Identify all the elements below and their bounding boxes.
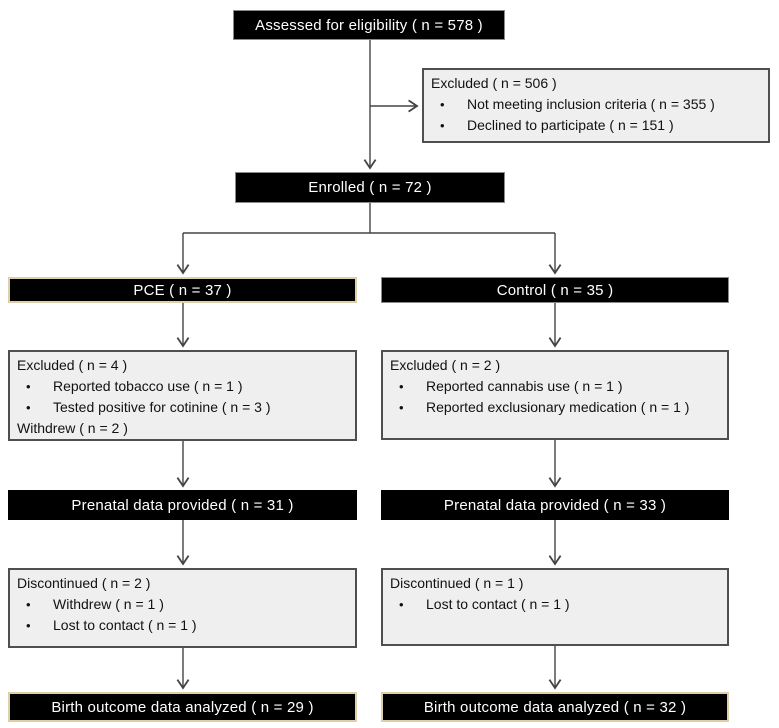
box-assessed-eligibility: Assessed for eligibility ( n = 578 ) bbox=[233, 10, 505, 40]
excluded-reason: Reported cannabis use ( n = 1 ) bbox=[426, 378, 623, 394]
discontinued-reason: Withdrew ( n = 1 ) bbox=[53, 596, 164, 612]
assessed-label: Assessed for eligibility ( n = 578 ) bbox=[255, 16, 483, 34]
box-pce-prenatal: Prenatal data provided ( n = 31 ) bbox=[8, 490, 357, 520]
list-item: • Declined to participate ( n = 151 ) bbox=[429, 115, 763, 136]
box-pce-analyzed: Birth outcome data analyzed ( n = 29 ) bbox=[8, 692, 357, 722]
box-pce-group: PCE ( n = 37 ) bbox=[8, 277, 357, 303]
pce-analyzed-label: Birth outcome data analyzed ( n = 29 ) bbox=[51, 698, 314, 716]
excluded-title: Excluded ( n = 506 ) bbox=[431, 75, 557, 91]
box-pce-discontinued: Discontinued ( n = 2 ) • Withdrew ( n = … bbox=[8, 568, 357, 648]
list-item: • Not meeting inclusion criteria ( n = 3… bbox=[429, 94, 763, 115]
box-control-discontinued: Discontinued ( n = 1 ) • Lost to contact… bbox=[381, 568, 729, 646]
bullet-icon: • bbox=[399, 379, 404, 394]
box-control-analyzed: Birth outcome data analyzed ( n = 32 ) bbox=[381, 692, 729, 722]
excluded-reason: Not meeting inclusion criteria ( n = 355… bbox=[467, 96, 715, 112]
bullet-icon: • bbox=[26, 400, 31, 415]
pce-group-label: PCE ( n = 37 ) bbox=[133, 281, 232, 299]
enrolled-label: Enrolled ( n = 72 ) bbox=[308, 179, 432, 196]
list-item: • Reported tobacco use ( n = 1 ) bbox=[15, 376, 350, 397]
excluded-reason: Declined to participate ( n = 151 ) bbox=[467, 117, 674, 133]
pce-prenatal-label: Prenatal data provided ( n = 31 ) bbox=[71, 496, 294, 514]
control-prenatal-label: Prenatal data provided ( n = 33 ) bbox=[443, 496, 667, 514]
bullet-icon: • bbox=[399, 597, 404, 612]
list-item: • Reported cannabis use ( n = 1 ) bbox=[388, 376, 722, 397]
excluded-reason: Reported exclusionary medication ( n = 1… bbox=[426, 399, 690, 415]
box-enrolled: Enrolled ( n = 72 ) bbox=[235, 172, 505, 203]
bullet-icon: • bbox=[440, 118, 445, 133]
box-control-prenatal: Prenatal data provided ( n = 33 ) bbox=[381, 490, 729, 520]
excluded-reason: Reported tobacco use ( n = 1 ) bbox=[53, 378, 243, 394]
list-item: • Withdrew ( n = 1 ) bbox=[15, 594, 350, 615]
control-analyzed-label: Birth outcome data analyzed ( n = 32 ) bbox=[423, 698, 687, 716]
withdrew-note: Withdrew ( n = 2 ) bbox=[17, 420, 128, 436]
bullet-icon: • bbox=[26, 379, 31, 394]
bullet-icon: • bbox=[399, 400, 404, 415]
bullet-icon: • bbox=[26, 618, 31, 633]
discontinued-reason: Lost to contact ( n = 1 ) bbox=[53, 617, 197, 633]
list-item: • Reported exclusionary medication ( n =… bbox=[388, 397, 722, 418]
box-pce-excluded: Excluded ( n = 4 ) • Reported tobacco us… bbox=[8, 350, 357, 441]
excluded-reason: Tested positive for cotinine ( n = 3 ) bbox=[53, 399, 271, 415]
box-control-excluded: Excluded ( n = 2 ) • Reported cannabis u… bbox=[381, 350, 729, 440]
bullet-icon: • bbox=[440, 97, 445, 112]
list-item: • Lost to contact ( n = 1 ) bbox=[15, 615, 350, 636]
box-control-group: Control ( n = 35 ) bbox=[381, 277, 729, 303]
discontinued-title: Discontinued ( n = 2 ) bbox=[17, 575, 151, 591]
box-screening-excluded: Excluded ( n = 506 ) • Not meeting inclu… bbox=[422, 68, 770, 143]
list-item: • Lost to contact ( n = 1 ) bbox=[388, 594, 722, 615]
list-item: • Tested positive for cotinine ( n = 3 ) bbox=[15, 397, 350, 418]
discontinued-title: Discontinued ( n = 1 ) bbox=[390, 575, 524, 591]
excluded-title: Excluded ( n = 4 ) bbox=[17, 357, 128, 373]
control-group-label: Control ( n = 35 ) bbox=[496, 281, 614, 299]
excluded-title: Excluded ( n = 2 ) bbox=[390, 357, 501, 373]
discontinued-reason: Lost to contact ( n = 1 ) bbox=[426, 596, 570, 612]
bullet-icon: • bbox=[26, 597, 31, 612]
